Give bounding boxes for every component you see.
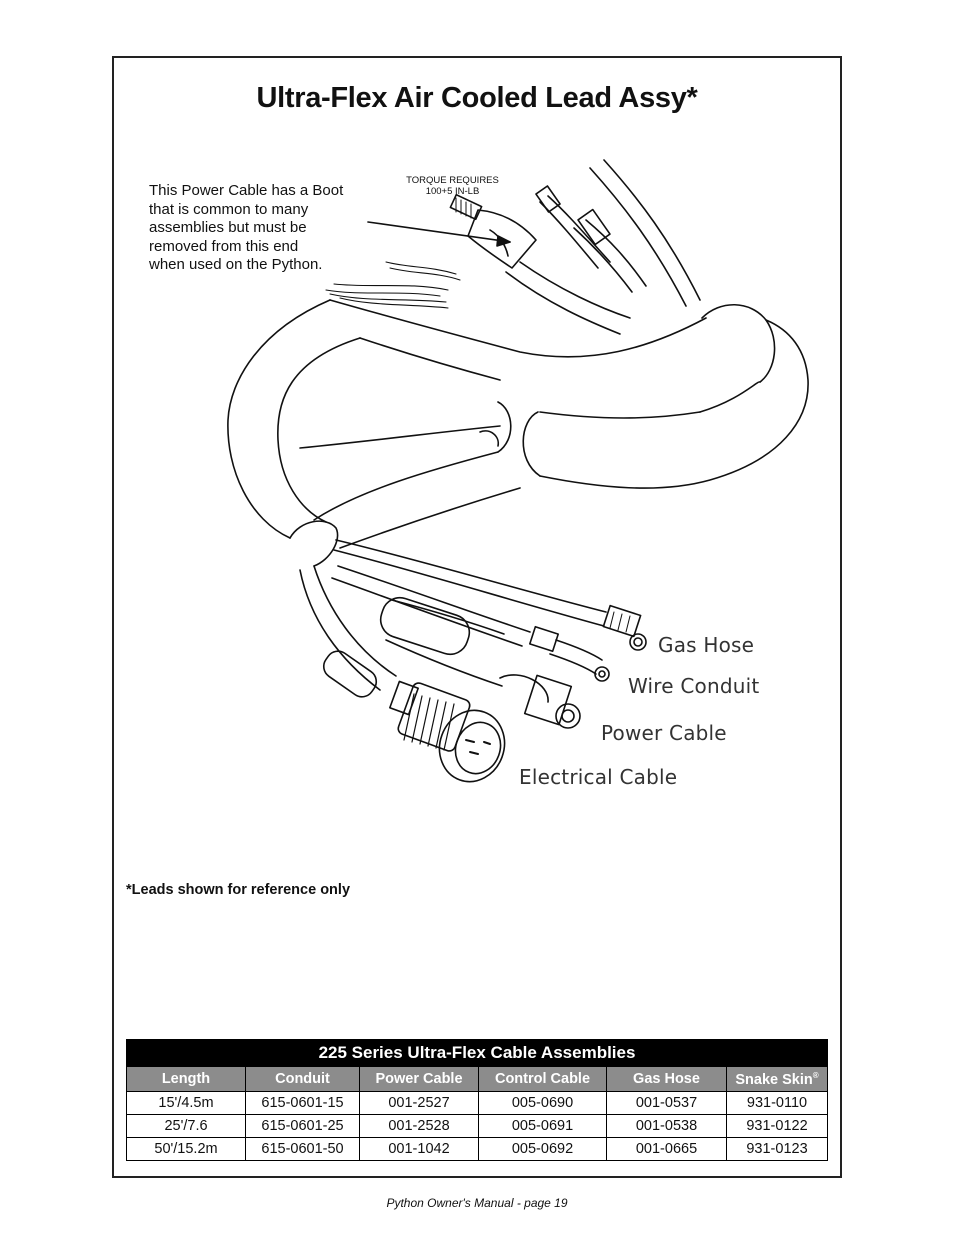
cell-control-cable: 005-0691 — [478, 1114, 607, 1138]
power-cable-lead — [391, 599, 505, 635]
cell-power-cable: 001-2528 — [359, 1114, 479, 1138]
wire-conduit-label: Wire Conduit — [628, 674, 760, 698]
cell-power-cable: 001-1042 — [359, 1137, 479, 1161]
power-cable-stud — [449, 193, 483, 221]
power-cable-boot — [467, 209, 537, 269]
cell-length: 15'/4.5m — [126, 1091, 246, 1115]
table-row: 25'/7.6 615-0601-25 001-2528 005-0691 00… — [126, 1114, 828, 1138]
table-header-row: Length Conduit Power Cable Control Cable… — [126, 1066, 828, 1092]
electrical-cable-top — [603, 159, 701, 301]
cell-control-cable: 005-0692 — [478, 1137, 607, 1161]
table-row: 15'/4.5m 615-0601-15 001-2527 005-0690 0… — [126, 1091, 828, 1115]
header-gas-hose: Gas Hose — [606, 1066, 727, 1092]
cell-snake-skin: 931-0110 — [726, 1091, 828, 1115]
table-row: 50'/15.2m 615-0601-50 001-1042 005-0692 … — [126, 1137, 828, 1161]
electrical-cable-lead — [299, 569, 381, 691]
cell-gas-hose: 001-0537 — [606, 1091, 727, 1115]
table-caption: 225 Series Ultra-Flex Cable Assemblies — [126, 1039, 828, 1067]
registered-mark: ® — [812, 1070, 819, 1080]
wire-conduit-lead — [337, 565, 531, 633]
sheath-bottom-end — [289, 520, 339, 567]
header-length: Length — [126, 1066, 246, 1092]
boot-callout-text: This Power Cable has a Boot that is comm… — [149, 182, 344, 273]
power-cable-label: Power Cable — [601, 721, 727, 745]
gas-fitting-top — [547, 195, 611, 263]
torque-line-1: TORQUE REQUIRES — [406, 175, 499, 186]
cell-conduit: 615-0601-15 — [245, 1091, 360, 1115]
snake-skin-text: Snake Skin — [735, 1071, 813, 1088]
page-footer: Python Owner's Manual - page 19 — [386, 1196, 568, 1210]
cell-length: 50'/15.2m — [126, 1137, 246, 1161]
page-title: Ultra-Flex Air Cooled Lead Assy* — [256, 82, 698, 114]
electrical-cable-label: Electrical Cable — [519, 765, 678, 789]
torque-note: TORQUE REQUIRES 100+5 IN-LB — [395, 175, 510, 197]
electrical-connector — [389, 680, 506, 783]
loose-wires — [325, 261, 461, 309]
callout-arrow — [367, 221, 511, 243]
cell-gas-hose: 001-0538 — [606, 1114, 727, 1138]
header-power-cable: Power Cable — [359, 1066, 479, 1092]
cell-power-cable: 001-2527 — [359, 1091, 479, 1115]
header-control-cable: Control Cable — [478, 1066, 607, 1092]
cable-assemblies-table: 225 Series Ultra-Flex Cable Assemblies L… — [126, 1039, 828, 1161]
cell-snake-skin: 931-0122 — [726, 1114, 828, 1138]
page-frame — [112, 56, 842, 1178]
gas-hose-lead — [335, 539, 607, 613]
header-snake-skin: Snake Skin® — [726, 1066, 828, 1092]
cell-snake-skin: 931-0123 — [726, 1137, 828, 1161]
sheath-loop-outer — [227, 299, 331, 539]
cell-conduit: 615-0601-25 — [245, 1114, 360, 1138]
reference-note: *Leads shown for reference only — [126, 882, 351, 898]
header-conduit: Conduit — [245, 1066, 360, 1092]
cell-control-cable: 005-0690 — [478, 1091, 607, 1115]
cell-length: 25'/7.6 — [126, 1114, 246, 1138]
cell-gas-hose: 001-0665 — [606, 1137, 727, 1161]
gas-hose-label: Gas Hose — [658, 633, 755, 657]
torque-line-2: 100+5 IN-LB — [425, 186, 480, 197]
cell-conduit: 615-0601-50 — [245, 1137, 360, 1161]
